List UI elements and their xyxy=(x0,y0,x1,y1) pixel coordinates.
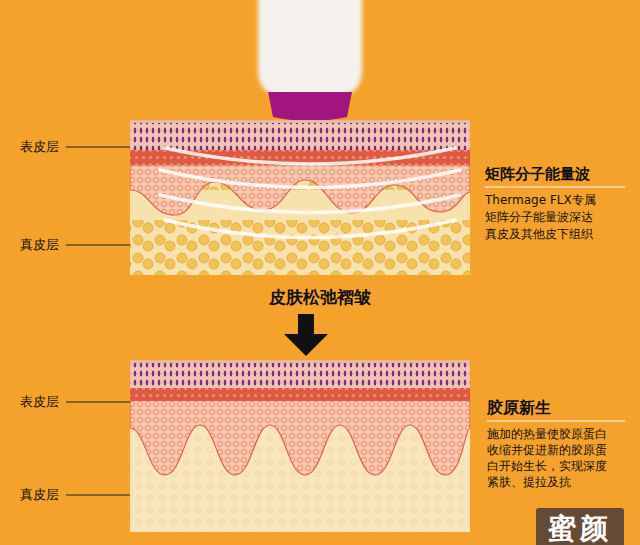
rf-device xyxy=(258,0,362,121)
heading-rules xyxy=(485,187,625,421)
section-heading: 矩阵分子能量波 xyxy=(485,165,590,184)
section-note: Thermage FLX专属 矩阵分子能量波深达 真皮及其他皮下组织 xyxy=(485,192,605,243)
layer-label: 真皮层 xyxy=(20,236,59,254)
down-arrow xyxy=(284,314,328,356)
layer-label: 表皮层 xyxy=(20,138,59,156)
layer-label: 真皮层 xyxy=(20,486,59,504)
leader-lines xyxy=(66,147,130,495)
energy-waves xyxy=(160,148,460,238)
watermark: 蜜颜 xyxy=(536,508,624,545)
skin-section-after xyxy=(130,360,470,532)
layer-label: 表皮层 xyxy=(20,393,59,411)
section-note: 施加的热量使胶原蛋白收缩并促进新的胶原蛋白开始生长，实现深度紧肤、提拉及抗 xyxy=(487,426,607,490)
transition-label: 皮肤松弛褶皱 xyxy=(269,286,371,309)
section-heading: 胶原新生 xyxy=(487,398,551,419)
skin-section-before xyxy=(130,120,470,275)
